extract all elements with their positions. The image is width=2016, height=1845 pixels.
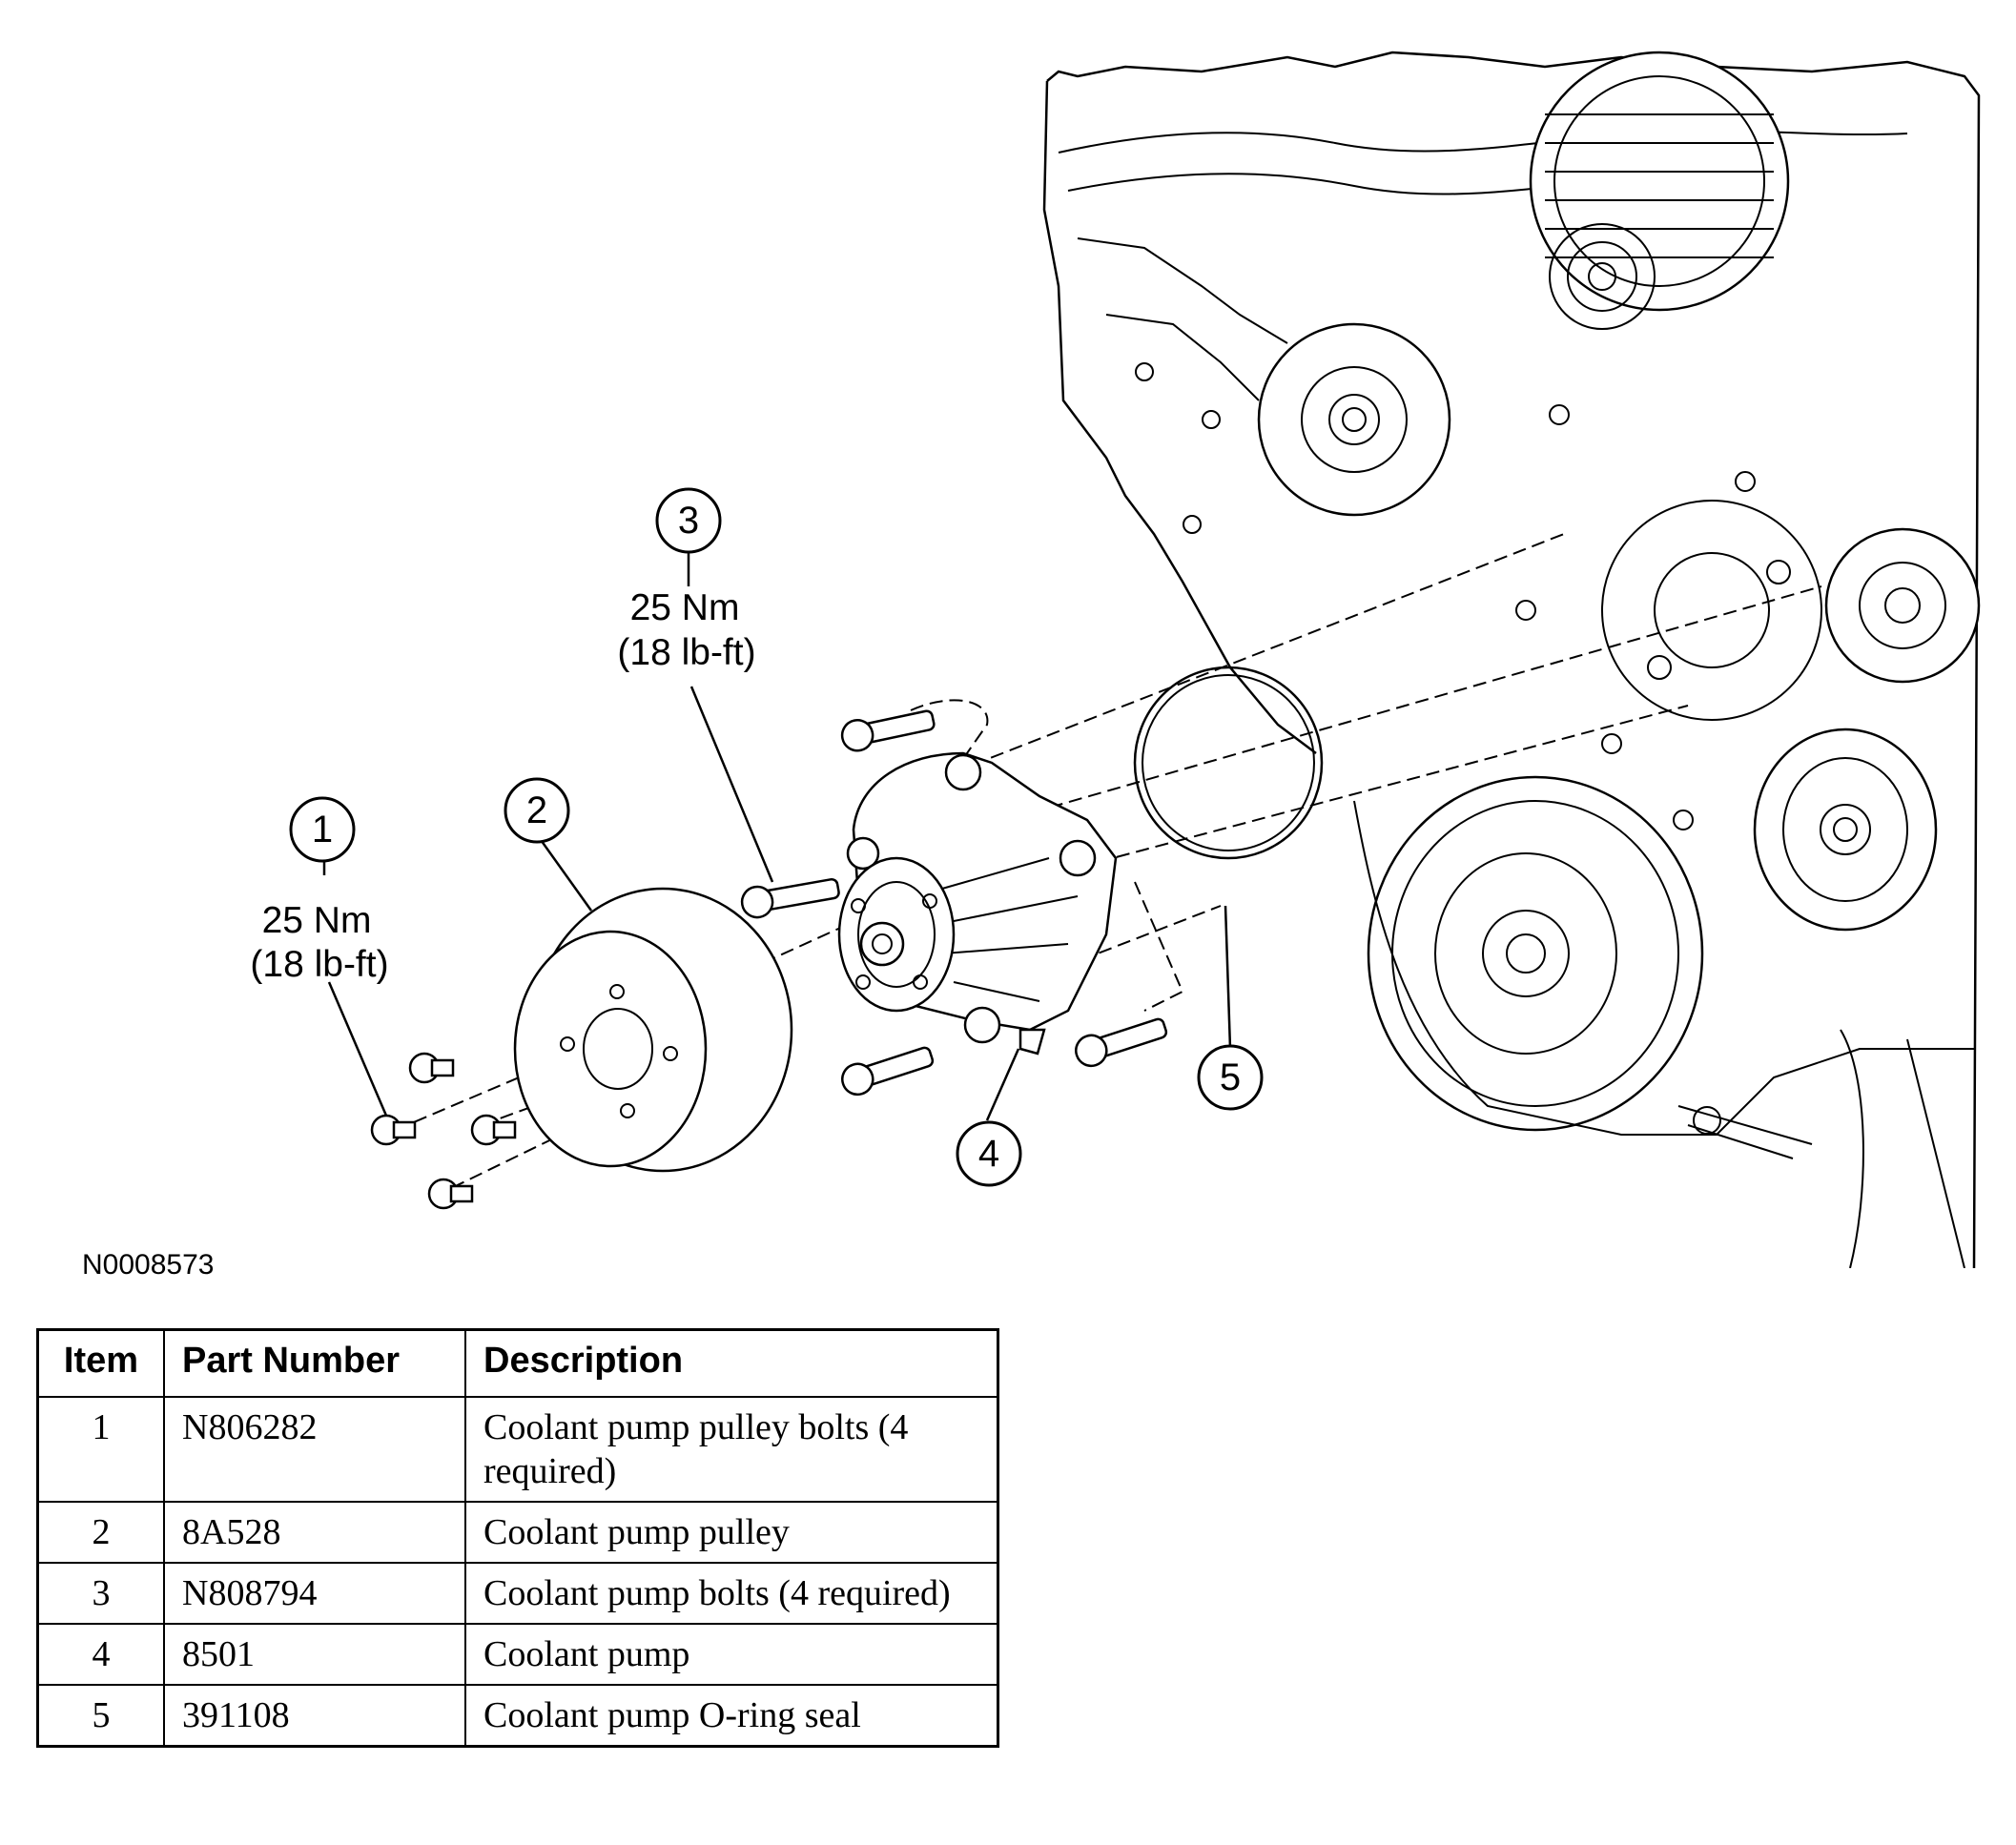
cell-item: 5	[36, 1684, 165, 1748]
cell-part-number: 391108	[163, 1684, 466, 1748]
exploded-diagram: 1 25 Nm (18 lb-ft) 2 3 25 Nm (18 lb-ft) …	[250, 51, 1981, 1268]
cell-part-number: 8501	[163, 1623, 466, 1686]
table-row: 5 391108 Coolant pump O-ring seal	[36, 1684, 999, 1748]
callout-4-number: 4	[978, 1133, 999, 1175]
header-part-number: Part Number	[163, 1328, 466, 1398]
cell-item: 2	[36, 1501, 165, 1564]
table-row: 2 8A528 Coolant pump pulley	[36, 1501, 999, 1564]
coolant-pump	[837, 751, 1118, 1056]
table-row: 4 8501 Coolant pump	[36, 1623, 999, 1686]
callout-1-number: 1	[312, 809, 333, 851]
cell-part-number: N806282	[163, 1396, 466, 1503]
callout-5: 5	[1197, 1044, 1264, 1111]
callout-3-torque-lbft: (18 lb-ft)	[617, 632, 755, 673]
callout-1-torque-nm: 25 Nm	[262, 900, 372, 941]
cell-description: Coolant pump pulley bolts (4 required)	[464, 1396, 999, 1503]
diagram-svg: 1 25 Nm (18 lb-ft) 2 3 25 Nm (18 lb-ft) …	[250, 51, 1981, 1268]
pulley-bolts	[370, 1052, 517, 1210]
cell-description: Coolant pump bolts (4 required)	[464, 1562, 999, 1625]
table-header-row: Item Part Number Description	[36, 1328, 999, 1398]
table-row: 1 N806282 Coolant pump pulley bolts (4 r…	[36, 1396, 999, 1503]
table-row: 3 N808794 Coolant pump bolts (4 required…	[36, 1562, 999, 1625]
cell-item: 4	[36, 1623, 165, 1686]
callout-3-number: 3	[678, 500, 699, 542]
figure-id: N0008573	[82, 1249, 215, 1281]
cell-description: Coolant pump pulley	[464, 1501, 999, 1564]
cell-description: Coolant pump O-ring seal	[464, 1684, 999, 1748]
o-ring-seal	[1133, 666, 1324, 860]
cell-item: 3	[36, 1562, 165, 1625]
engine-front-drawing	[1042, 51, 1981, 1268]
callout-5-number: 5	[1220, 1056, 1241, 1098]
callout-2: 2	[504, 777, 570, 844]
callout-1-torque-lbft: (18 lb-ft)	[250, 944, 388, 985]
cell-part-number: N808794	[163, 1562, 466, 1625]
callout-3-torque-nm: 25 Nm	[630, 587, 740, 628]
header-description: Description	[464, 1328, 999, 1398]
callout-3: 3 25 Nm (18 lb-ft)	[617, 487, 756, 673]
parts-table: Item Part Number Description 1 N806282 C…	[36, 1328, 999, 1748]
cell-description: Coolant pump	[464, 1623, 999, 1686]
callout-1: 1 25 Nm (18 lb-ft)	[250, 796, 389, 985]
cell-part-number: 8A528	[163, 1501, 466, 1564]
callout-2-number: 2	[526, 789, 547, 831]
cell-item: 1	[36, 1396, 165, 1503]
header-item: Item	[36, 1328, 165, 1398]
coolant-pump-pulley	[513, 887, 793, 1173]
callout-4: 4	[956, 1120, 1022, 1187]
pump-bolts	[740, 709, 1168, 1097]
leader-lines	[322, 553, 1232, 1121]
